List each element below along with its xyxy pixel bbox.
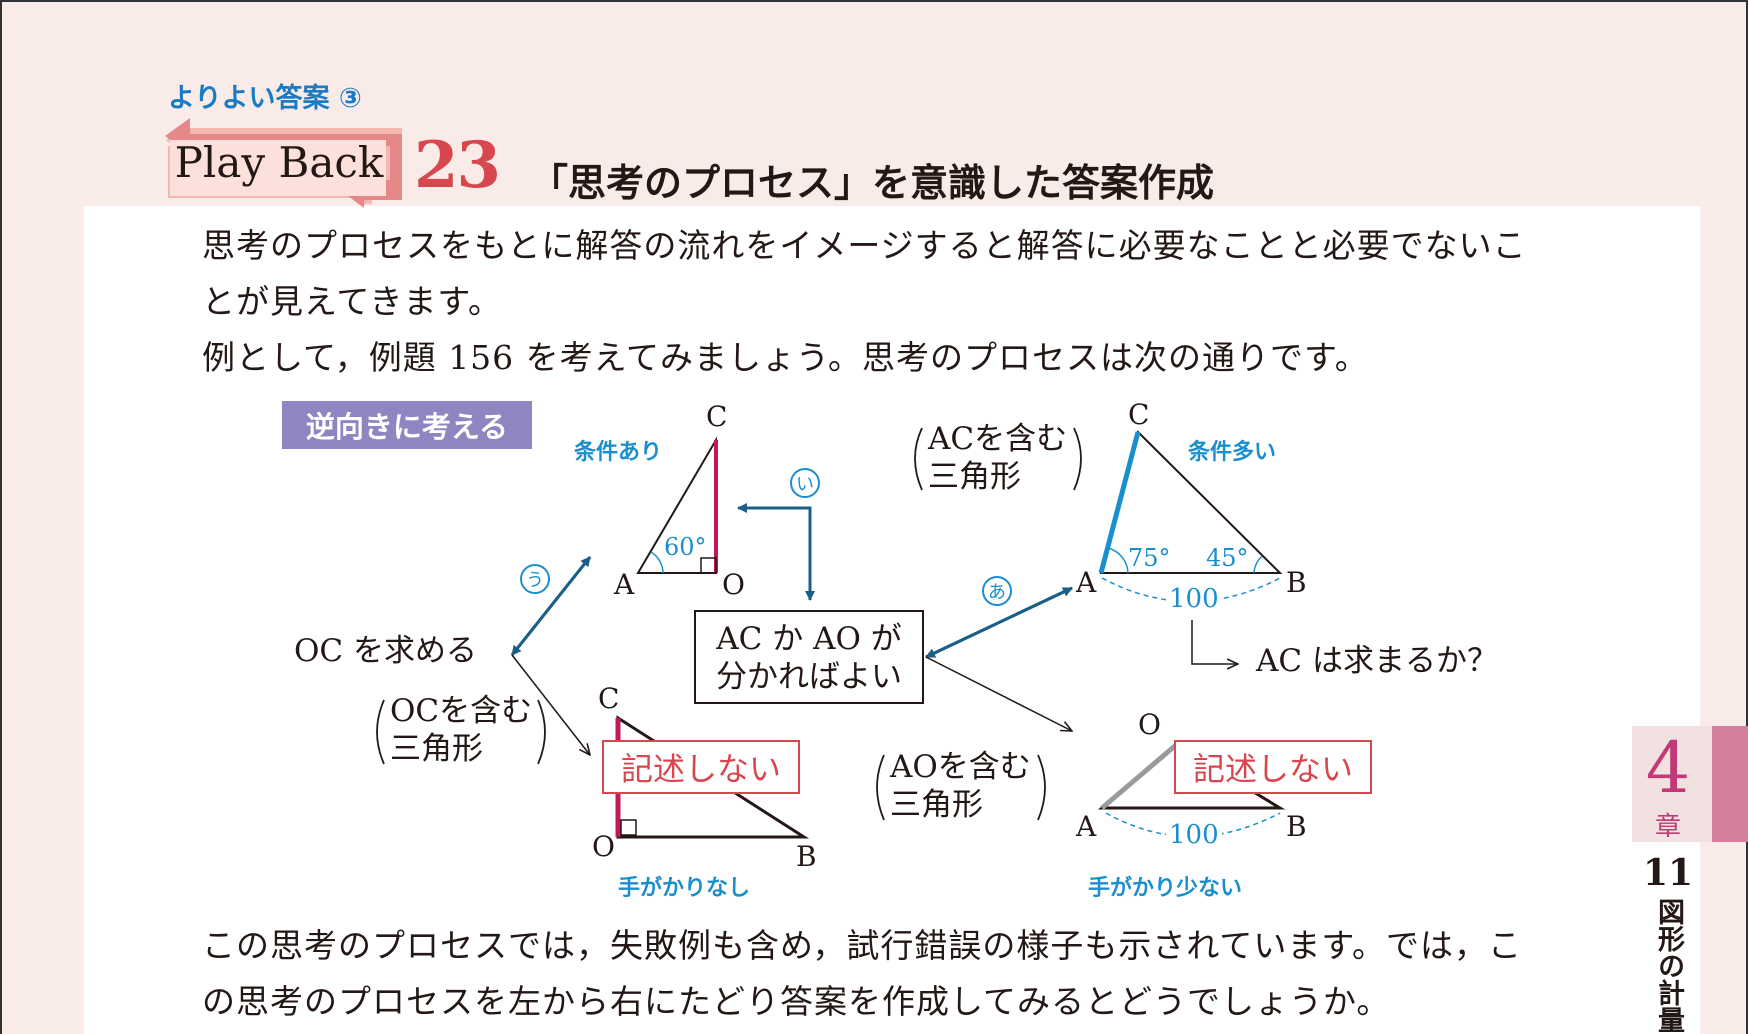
tri2-angle-b: 45° (1206, 544, 1249, 572)
ac-question: AC は求まるか？ (1256, 643, 1498, 679)
section-index: 11 (1642, 852, 1694, 894)
outro-line-1: この思考のプロセスでは，失敗例も含め，試行錯誤の様子も示されています。では，こ (202, 926, 1523, 965)
tri2-vertex-a: A (1076, 566, 1097, 599)
outro-line-2: の思考のプロセスを左から右にたどり答案を作成してみるとどうでしょうか。 (202, 982, 1391, 1021)
ao-triangle-line1: AOを含む (890, 749, 1031, 785)
arrow-i (737, 503, 812, 600)
section-subtitle: よりよい答案 ③ (168, 83, 362, 114)
arrow-to-oc-triangle (511, 654, 590, 755)
tri3-vertex-c: C (598, 682, 620, 715)
tri1-vertex-a: A (614, 568, 635, 601)
arrow-a-back (925, 586, 1073, 659)
note-condition-many: 条件多い (1188, 440, 1277, 465)
tri3-vertex-o: O (592, 830, 615, 863)
tri2-length: 100 (1166, 584, 1222, 614)
arrow-to-ao-triangle (925, 656, 1072, 731)
mark-i: い (790, 468, 820, 498)
no-write-box-1: 記述しない (602, 740, 800, 794)
center-box-line1: AC か AO が (716, 621, 902, 657)
tri4-vertex-a: A (1076, 810, 1097, 843)
intro-line-2: とが見えてきます。 (202, 282, 503, 321)
arrow-u-back (510, 556, 592, 656)
frame-top (0, 0, 1748, 2)
intro-line-1: 思考のプロセスをもとに解答の流れをイメージすると解答に必要なことと必要でないこ (202, 226, 1527, 265)
oc-triangle-line2: 三角形 (390, 731, 483, 767)
tri4-length: 100 (1166, 820, 1222, 850)
playback-label: Play Back (174, 137, 384, 187)
section-title-vertical: 図形の計量 (1653, 898, 1684, 1033)
tri4-vertex-b: B (1286, 810, 1307, 843)
chapter-tab-label-bg (1632, 726, 1712, 842)
chapter-label: 章 (1654, 812, 1681, 842)
mark-a: あ (982, 576, 1012, 606)
tri2-vertex-c: C (1128, 398, 1150, 431)
oc-triangle-line1: OCを含む (390, 693, 533, 729)
mark-u: う (520, 564, 550, 594)
tri1-vertex-o: O (722, 568, 745, 601)
section-number: 23 (414, 128, 501, 203)
center-box-line2: 分かればよい (716, 659, 902, 695)
tri2-vertex-b: B (1286, 566, 1307, 599)
tri1-angle: 60° (664, 533, 707, 561)
ac-triangle-line1: ACを含む (928, 421, 1068, 457)
ao-triangle-line2: 三角形 (890, 787, 983, 823)
tri4-vertex-o: O (1138, 708, 1161, 741)
start-text: OC を求める (294, 633, 477, 669)
note-no-clue: 手がかりなし (618, 876, 751, 901)
center-box: AC か AO が 分かればよい (694, 610, 924, 704)
tri1-vertex-c: C (706, 400, 728, 433)
chapter-number: 4 (1645, 727, 1691, 809)
arrow-to-ac-question (1191, 620, 1238, 664)
no-write-box-2: 記述しない (1174, 740, 1372, 794)
frame-left (0, 0, 2, 1034)
reverse-thinking-tag: 逆向きに考える (282, 401, 532, 449)
note-few-clues: 手がかり少ない (1088, 876, 1243, 901)
tri2-angle-a: 75° (1128, 544, 1171, 572)
note-condition: 条件あり (574, 440, 663, 465)
page-title: 「思考のプロセス」を意識した答案作成 (530, 161, 1215, 205)
frame-right (1746, 0, 1748, 1034)
triangle-aoc (636, 436, 718, 574)
intro-line-3: 例として，例題 156 を考えてみましょう。思考のプロセスは次の通りです。 (202, 338, 1369, 377)
ac-triangle-line2: 三角形 (928, 459, 1021, 495)
tri3-vertex-b: B (796, 840, 817, 873)
